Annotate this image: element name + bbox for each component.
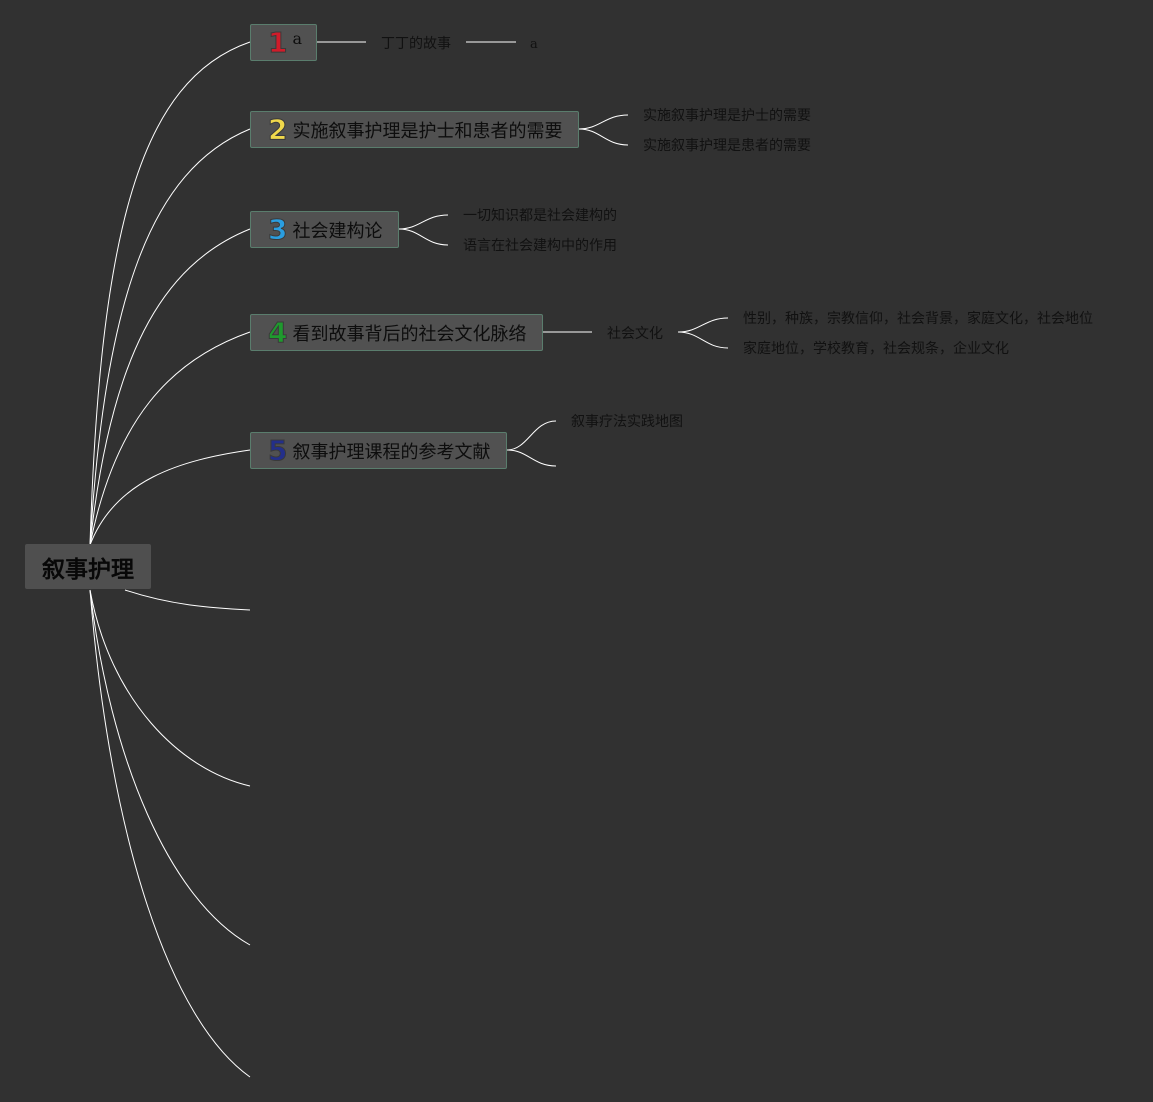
root-to-empty-topic-8-line: [89, 589, 251, 946]
root-to-topic-5-line: [89, 449, 251, 546]
topic-2-number: 2: [267, 112, 288, 146]
topic-2-to-child-2-line: [578, 128, 629, 146]
topic-1-number: 1: [267, 25, 288, 59]
topic-3-child-1[interactable]: 一切知识都是社会建构的: [463, 208, 617, 224]
topic-3-label: 社会建构论: [292, 220, 383, 242]
topic-4-label: 看到故事背后的社会文化脉络: [292, 323, 527, 345]
topic-1-grandchild[interactable]: a: [530, 37, 538, 52]
topic-3-child-2[interactable]: 语言在社会建构中的作用: [463, 238, 617, 254]
topic-node-2[interactable]: 2 实施叙事护理是护士和患者的需要: [250, 111, 579, 148]
topic-5-to-child-1-line: [506, 420, 557, 451]
topic-5-to-empty-child-line: [506, 449, 557, 467]
topic-4-grandchild-2[interactable]: 家庭地位，学校教育，社会规条，企业文化: [743, 341, 1009, 357]
topic-node-5[interactable]: 5 叙事护理课程的参考文献: [250, 432, 507, 469]
topic-2-to-child-1-line: [578, 114, 629, 130]
root-to-topic-4-line: [89, 331, 251, 546]
topic-4-number: 4: [267, 315, 288, 349]
topic-2-child-2[interactable]: 实施叙事护理是患者的需要: [643, 138, 811, 154]
root-to-topic-2-line: [89, 128, 251, 546]
topic-1-label: a: [292, 29, 303, 48]
root-node[interactable]: 叙事护理: [25, 544, 151, 589]
root-node-label: 叙事护理: [42, 556, 134, 583]
topic-1-child[interactable]: 丁丁的故事: [381, 36, 451, 52]
topic-2-child-1[interactable]: 实施叙事护理是护士的需要: [643, 108, 811, 124]
topic-4-grandchild-1[interactable]: 性别，种族，宗教信仰，社会背景，家庭文化，社会地位: [743, 311, 1093, 327]
topic-5-number: 5: [267, 433, 288, 467]
topic-5-child-1[interactable]: 叙事疗法实践地图: [571, 414, 683, 430]
topic-3-to-child-2-line: [398, 228, 449, 246]
topic-2-label: 实施叙事护理是护士和患者的需要: [292, 120, 563, 142]
root-to-topic-3-line: [89, 228, 251, 546]
root-to-empty-topic-6-line: [124, 589, 251, 611]
root-to-topic-1-line: [89, 41, 251, 546]
topic-node-3[interactable]: 3 社会建构论: [250, 211, 399, 248]
topic-4-child-to-grandchild-1-line: [677, 317, 729, 333]
root-to-empty-topic-7-line: [89, 589, 251, 787]
topic-3-to-child-1-line: [398, 214, 449, 230]
topic-3-number: 3: [267, 212, 288, 246]
topic-node-1[interactable]: 1 a: [250, 24, 317, 61]
topic-4-child[interactable]: 社会文化: [607, 326, 663, 342]
topic-5-label: 叙事护理课程的参考文献: [292, 441, 491, 463]
topic-node-4[interactable]: 4 看到故事背后的社会文化脉络: [250, 314, 543, 351]
root-to-empty-topic-9-line: [89, 589, 251, 1078]
topic-4-child-to-grandchild-2-line: [677, 331, 729, 349]
